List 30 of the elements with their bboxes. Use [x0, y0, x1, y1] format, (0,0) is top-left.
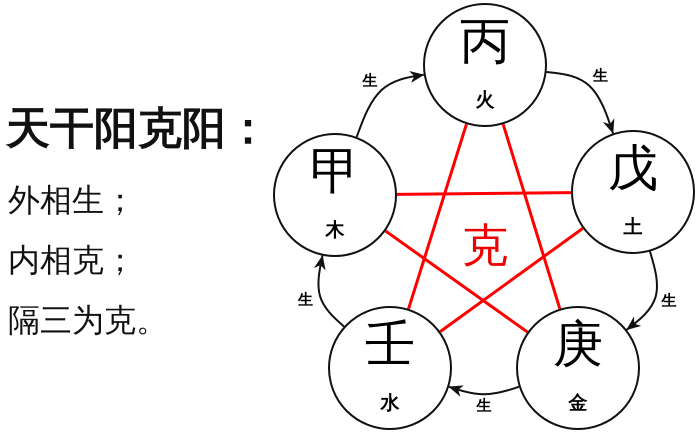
edge-label: 生 [362, 72, 379, 89]
element-character: 水 [380, 394, 400, 413]
note-text: 隔三为克。 [8, 304, 168, 336]
element-character: 金 [568, 394, 588, 413]
curved-arrow [626, 251, 658, 330]
connector-line [502, 124, 562, 310]
stem-character: 甲 [310, 146, 360, 196]
note-text: 内相克； [8, 244, 136, 276]
element-character: 木 [326, 221, 344, 240]
note-text: 外相生； [8, 184, 136, 216]
connector-line [396, 191, 572, 196]
edge-label: 生 [660, 292, 678, 310]
title-text: 天干阳克阳： [6, 107, 270, 151]
connector-line [439, 227, 584, 333]
curved-arrow [448, 385, 520, 397]
connector-line [407, 124, 468, 310]
connector-line [384, 230, 528, 334]
edge-label: 生 [475, 398, 492, 415]
stem-character: 庚 [553, 319, 603, 369]
curved-arrow [546, 71, 614, 134]
edge-label: 生 [592, 68, 610, 85]
stem-character: 壬 [365, 319, 415, 369]
curved-arrow [314, 255, 345, 328]
stem-character: 戊 [608, 143, 658, 193]
curved-arrow [356, 71, 424, 138]
edge-label: 生 [297, 292, 314, 309]
center-label: 克 [462, 222, 508, 268]
element-character: 火 [476, 91, 494, 110]
stem-character: 丙 [460, 16, 510, 66]
element-character: 土 [624, 218, 642, 237]
